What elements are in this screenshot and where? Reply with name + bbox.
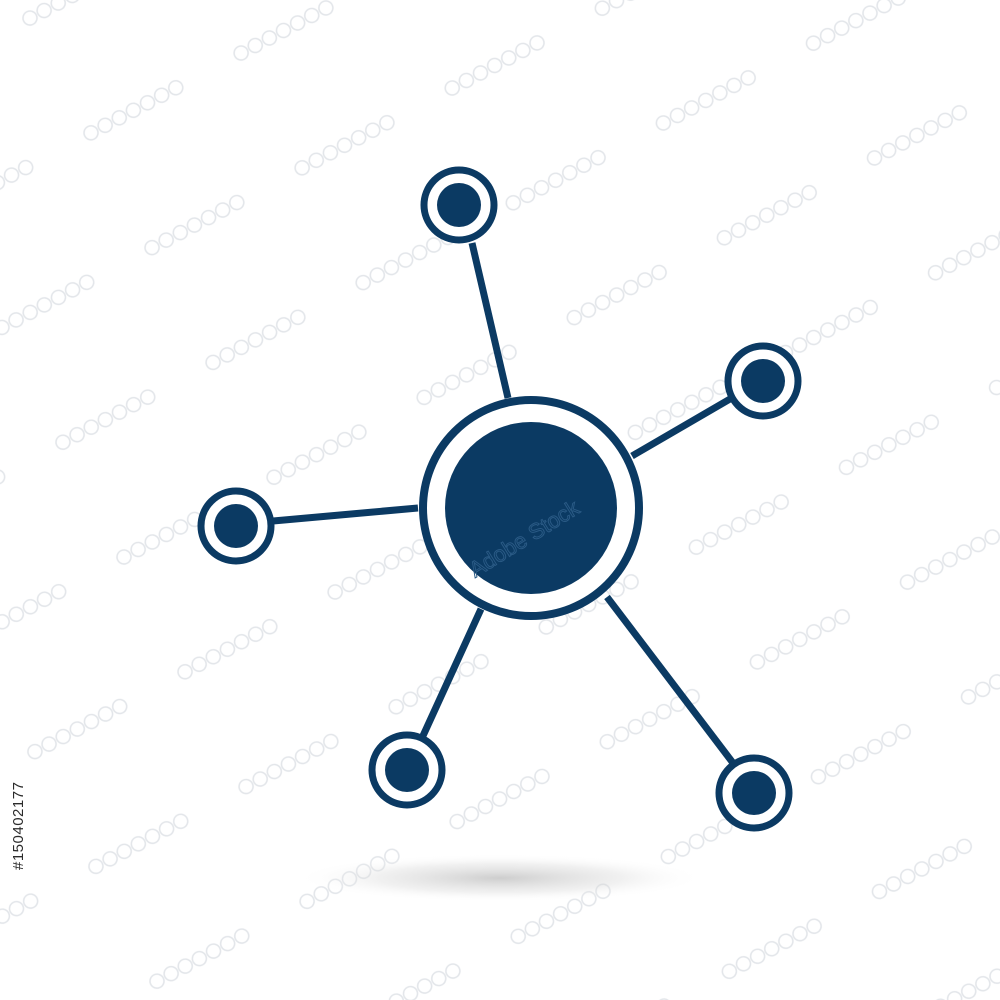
satellite-node-bottom-left bbox=[368, 731, 446, 809]
drop-shadow bbox=[295, 854, 705, 902]
satellite-node-top bbox=[420, 166, 498, 244]
connector-lines bbox=[272, 242, 736, 766]
stock-id-label: #150402177 bbox=[10, 781, 27, 870]
connector-line-top bbox=[468, 242, 512, 399]
connector-line-bottom-right bbox=[604, 594, 736, 766]
connector-line-bottom-left bbox=[418, 607, 485, 740]
satellite-node-right bbox=[724, 342, 802, 420]
satellite-node-left bbox=[197, 487, 275, 565]
satellite-node-bottom-right bbox=[715, 754, 793, 832]
hub-node bbox=[419, 396, 643, 620]
connector-line-right bbox=[630, 395, 732, 460]
hub-core bbox=[445, 422, 617, 594]
connector-line-left bbox=[272, 504, 419, 525]
